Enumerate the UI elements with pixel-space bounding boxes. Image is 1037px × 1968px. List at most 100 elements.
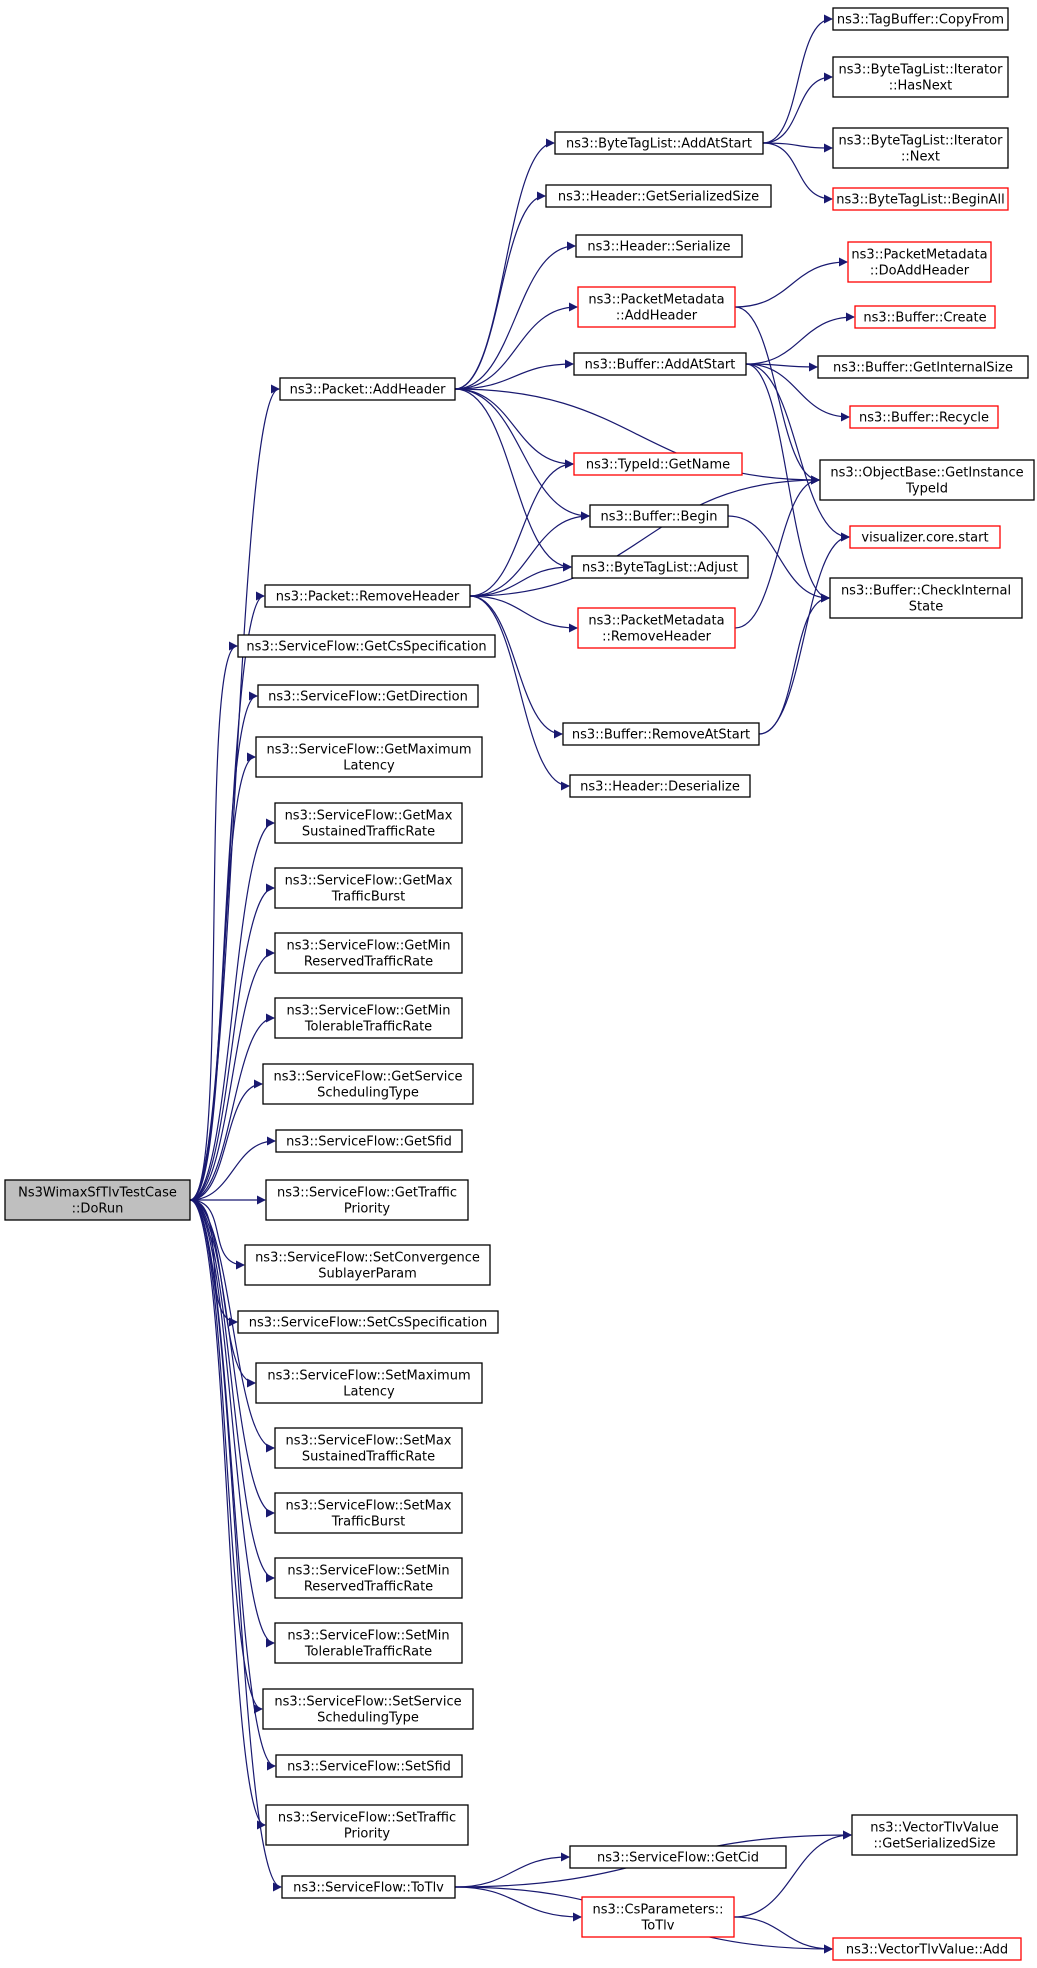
function-node-sf_setmaxsustained[interactable]: ns3::ServiceFlow::SetMaxSustainedTraffic… <box>274 1427 463 1469</box>
function-node-btl_it_hasnext[interactable]: ns3::ByteTagList::Iterator::HasNext <box>832 56 1009 98</box>
edge-root-to-sf_totlv <box>189 1199 282 1892</box>
node-box <box>832 127 1009 169</box>
node-label-line: Priority <box>344 1202 391 1217</box>
call-edge <box>454 302 578 390</box>
function-node-vtv_add[interactable]: ns3::VectorTlvValue::Add <box>832 1937 1022 1961</box>
function-node-hdr_getsersize[interactable]: ns3::Header::GetSerializedSize <box>545 184 772 208</box>
function-node-buf_getinternalsize[interactable]: ns3::Buffer::GetInternalSize <box>817 355 1029 379</box>
function-node-sf_getdirection[interactable]: ns3::ServiceFlow::GetDirection <box>257 684 479 708</box>
edge-sf_totlv-to-sf_getcid <box>454 1852 570 1888</box>
function-node-buf_begin[interactable]: ns3::Buffer::Begin <box>589 504 729 528</box>
function-node-buf_recycle[interactable]: ns3::Buffer::Recycle <box>849 405 999 429</box>
node-label-line: ReservedTrafficRate <box>304 955 433 970</box>
node-box <box>279 377 456 401</box>
function-node-pkt_addheader[interactable]: ns3::Packet::AddHeader <box>279 377 456 401</box>
node-label-line: ns3::PacketMetadata <box>588 293 724 308</box>
edge-root-to-sf_getdirection <box>189 691 258 1201</box>
node-label-line: ns3::ByteTagList::Iterator <box>839 134 1004 149</box>
function-node-hdr_serialize[interactable]: ns3::Header::Serialize <box>575 234 743 258</box>
node-box <box>265 1804 469 1846</box>
node-label-line: ns3::Buffer::GetInternalSize <box>833 361 1013 376</box>
edge-pm_removeheader-to-ob_getinstancetypeid <box>734 475 820 629</box>
call-edge <box>189 691 258 1201</box>
node-label-line: ns3::ByteTagList::AddAtStart <box>566 137 752 152</box>
function-node-sf_setcsspec[interactable]: ns3::ServiceFlow::SetCsSpecification <box>237 1310 499 1334</box>
edge-pkt_addheader-to-btl_addatstart <box>454 138 555 390</box>
edge-btl_addatstart-to-btl_it_hasnext <box>762 72 833 144</box>
node-label-line: TrafficBurst <box>331 890 405 905</box>
function-node-pm_doaddheader[interactable]: ns3::PacketMetadata::DoAddHeader <box>847 241 992 283</box>
function-node-sf_setminreserved[interactable]: ns3::ServiceFlow::SetMinReservedTrafficR… <box>274 1557 463 1599</box>
function-node-csp_totlv[interactable]: ns3::CsParameters::ToTlv <box>581 1896 735 1938</box>
node-box <box>589 504 729 528</box>
edge-pkt_removeheader-to-typeid_getname <box>469 459 574 597</box>
function-node-tagbuf_copyfrom[interactable]: ns3::TagBuffer::CopyFrom <box>832 7 1009 31</box>
function-node-sf_getsched[interactable]: ns3::ServiceFlow::GetServiceSchedulingTy… <box>262 1063 474 1105</box>
node-label-line: ns3::PacketMetadata <box>851 248 987 263</box>
edge-pm_addheader-to-pm_doaddheader <box>734 257 848 308</box>
call-edge <box>762 142 833 153</box>
call-edge <box>469 511 590 597</box>
function-node-sf_setsched[interactable]: ns3::ServiceFlow::SetServiceSchedulingTy… <box>262 1688 474 1730</box>
function-node-sf_setmintolerable[interactable]: ns3::ServiceFlow::SetMinTolerableTraffic… <box>274 1622 463 1664</box>
function-node-pkt_removeheader[interactable]: ns3::Packet::RemoveHeader <box>264 584 471 608</box>
function-node-sf_setconv[interactable]: ns3::ServiceFlow::SetConvergenceSublayer… <box>244 1244 491 1286</box>
edge-pkt_removeheader-to-buf_removeatstart <box>469 595 563 739</box>
edge-buf_addatstart-to-buf_recycle <box>745 363 850 422</box>
function-node-sf_getminreserved[interactable]: ns3::ServiceFlow::GetMinReservedTrafficR… <box>274 932 463 974</box>
call-edge <box>189 1199 266 1830</box>
edge-root-to-sf_getsfid <box>189 1136 276 1201</box>
node-label-line: SchedulingType <box>317 1086 419 1101</box>
edge-pkt_addheader-to-hdr_serialize <box>454 241 576 390</box>
function-node-sf_totlv[interactable]: ns3::ServiceFlow::ToTlv <box>281 1875 456 1899</box>
function-node-btl_it_next[interactable]: ns3::ByteTagList::Iterator::Next <box>832 127 1009 169</box>
function-node-sf_getcsspec[interactable]: ns3::ServiceFlow::GetCsSpecification <box>237 634 496 658</box>
function-node-sf_setsfid[interactable]: ns3::ServiceFlow::SetSfid <box>275 1754 463 1778</box>
function-node-hdr_deserialize[interactable]: ns3::Header::Deserialize <box>569 774 751 798</box>
function-node-buf_addatstart[interactable]: ns3::Buffer::AddAtStart <box>573 352 747 376</box>
function-node-sf_getcid[interactable]: ns3::ServiceFlow::GetCid <box>569 1845 787 1869</box>
node-label-line: ns3::ServiceFlow::SetTraffic <box>278 1811 456 1826</box>
function-node-sf_getmintolerable[interactable]: ns3::ServiceFlow::GetMinTolerableTraffic… <box>274 997 463 1039</box>
function-node-btl_adjust[interactable]: ns3::ByteTagList::Adjust <box>571 555 749 579</box>
node-label-line: ns3::Header::Serialize <box>587 240 730 255</box>
function-node-typeid_getname[interactable]: ns3::TypeId::GetName <box>573 452 743 476</box>
call-edge <box>745 312 855 365</box>
edge-pkt_removeheader-to-ob_getinstancetypeid <box>469 475 820 597</box>
node-box <box>262 1688 474 1730</box>
node-box <box>274 1427 463 1469</box>
edge-root-to-sf_getcsspec <box>189 641 238 1201</box>
function-node-vtv_getsersize[interactable]: ns3::VectorTlvValue::GetSerializedSize <box>851 1814 1018 1856</box>
node-box <box>274 1557 463 1599</box>
function-node-buf_removeatstart[interactable]: ns3::Buffer::RemoveAtStart <box>562 722 760 746</box>
node-label-line: ns3::ServiceFlow::SetMin <box>287 1629 449 1644</box>
function-node-pm_removeheader[interactable]: ns3::PacketMetadata::RemoveHeader <box>577 607 736 649</box>
node-box <box>237 1310 499 1334</box>
function-node-btl_addatstart[interactable]: ns3::ByteTagList::AddAtStart <box>554 131 764 155</box>
call-edge <box>454 388 574 469</box>
node-label-line: ns3::ServiceFlow::GetCid <box>597 1851 759 1866</box>
function-node-buf_create[interactable]: ns3::Buffer::Create <box>854 305 996 329</box>
function-node-sf_getsfid[interactable]: ns3::ServiceFlow::GetSfid <box>275 1129 463 1153</box>
node-box <box>275 1754 463 1778</box>
function-node-viz_core_start[interactable]: visualizer.core.start <box>849 525 1001 549</box>
node-box <box>275 1129 463 1153</box>
function-node-sf_getmaxsustained[interactable]: ns3::ServiceFlow::GetMaxSustainedTraffic… <box>274 802 463 844</box>
function-node-btl_beginall[interactable]: ns3::ByteTagList::BeginAll <box>832 187 1009 211</box>
call-edge <box>454 138 555 390</box>
node-box <box>264 584 471 608</box>
call-edge <box>454 388 572 572</box>
node-label-line: ::DoRun <box>72 1202 124 1217</box>
node-label-line: ns3::ServiceFlow::SetMaximum <box>267 1369 470 1384</box>
call-edge <box>189 948 275 1201</box>
function-node-pm_addheader[interactable]: ns3::PacketMetadata::AddHeader <box>577 286 736 328</box>
